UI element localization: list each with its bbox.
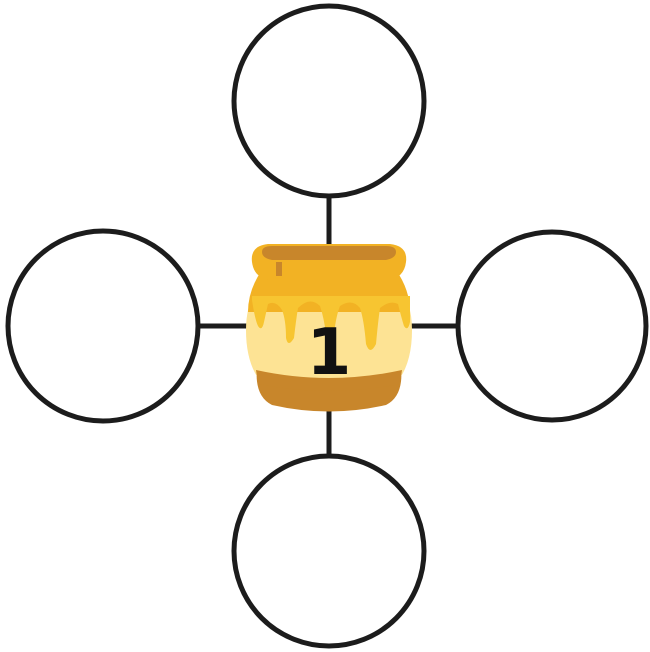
spoke-right[interactable] [458, 232, 646, 420]
spoke-left[interactable] [8, 231, 198, 421]
spoke-circle-top[interactable] [234, 6, 424, 196]
spoke-top[interactable] [234, 6, 424, 196]
spoke-circle-bottom[interactable] [234, 456, 424, 646]
spoke-bottom[interactable] [234, 456, 424, 646]
pot-number: 1 [307, 316, 352, 390]
spoke-circle-right[interactable] [458, 232, 646, 420]
pot-rim-top [262, 246, 396, 260]
honey-pot-icon: 1 [246, 244, 412, 412]
pot-rim-highlight [276, 262, 282, 276]
spoke-circle-left[interactable] [8, 231, 198, 421]
